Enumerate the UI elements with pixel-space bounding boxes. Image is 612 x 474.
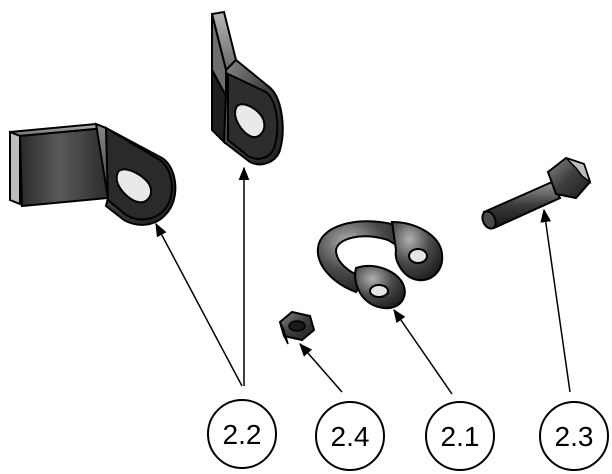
leader-line-2-1 — [393, 308, 453, 395]
callout-balloon-2-3: 2.3 — [539, 401, 609, 471]
callout-balloon-2-4: 2.4 — [315, 401, 385, 471]
hex-bolt — [481, 156, 592, 230]
hex-nut — [278, 310, 316, 345]
leader-line-2-2-wide — [155, 222, 243, 387]
callout-label: 2.3 — [555, 421, 594, 452]
shackle — [316, 220, 444, 310]
callout-label: 2.1 — [441, 421, 480, 452]
angle-bracket-tall — [210, 10, 284, 166]
callout-balloon-2-2: 2.2 — [207, 399, 277, 469]
callout-label: 2.2 — [223, 419, 262, 450]
callout-label: 2.4 — [331, 421, 370, 452]
leader-line-2-4 — [299, 342, 343, 393]
leader-line-2-3 — [540, 208, 571, 393]
angle-bracket-wide — [9, 122, 177, 226]
leader-lines — [155, 166, 571, 395]
callout-balloon-2-1: 2.1 — [425, 401, 495, 471]
